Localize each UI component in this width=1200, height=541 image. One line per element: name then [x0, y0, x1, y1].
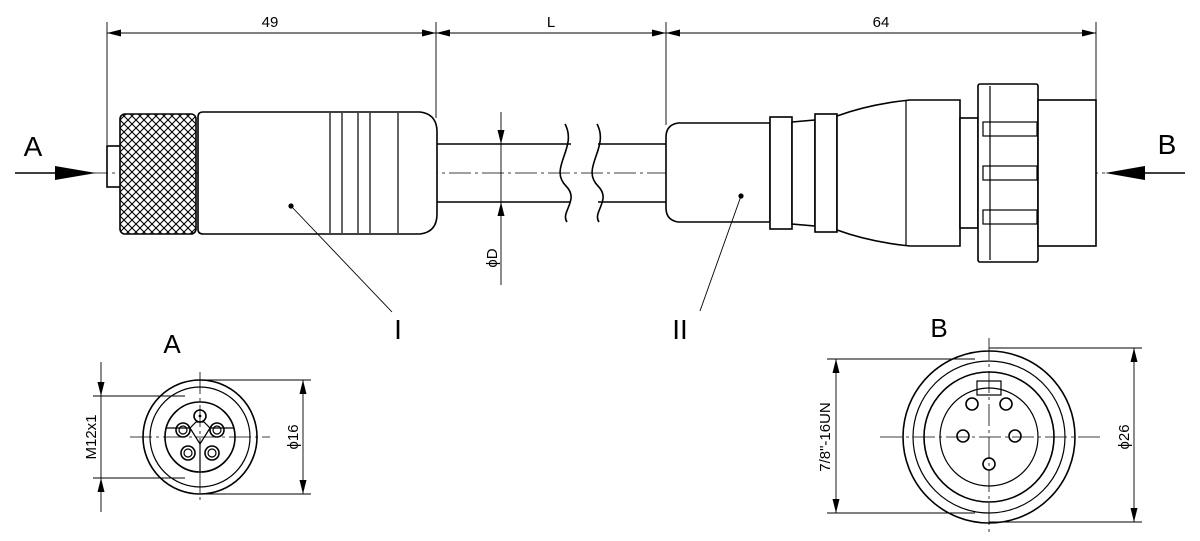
dimension-diameter-a-label: ϕ16 [285, 424, 302, 449]
top-dimensions: 49 L 64 [106, 14, 1097, 145]
dimension-diameter-b: ϕ26 [989, 347, 1142, 523]
dimension-cable-length: L [436, 14, 666, 37]
view-a-title: A [163, 329, 181, 359]
dimension-thread-a-label: M12x1 [83, 414, 100, 459]
left-connector [106, 111, 438, 235]
view-arrow-a: A [15, 131, 96, 180]
part-label-1: I [394, 314, 402, 345]
dimension-left-length: 49 [107, 14, 436, 37]
key-notch [976, 380, 1002, 396]
dimension-left-length-label: 49 [262, 14, 279, 31]
view-b-title: B [930, 313, 947, 343]
dimension-cable-diameter: ϕD [484, 112, 505, 285]
dimension-diameter-a: ϕ16 [200, 379, 311, 495]
boot-rib [769, 116, 793, 230]
pin [1008, 429, 1022, 443]
pin [965, 397, 979, 411]
part-leader-1: I [288, 203, 402, 345]
part-leader-2: II [672, 193, 744, 345]
dimension-thread-b-label: 7/8"-16UN [817, 402, 834, 472]
view-arrow-a-label: A [24, 131, 43, 162]
cable-break-mark [591, 123, 604, 223]
dimension-right-length-label: 64 [873, 14, 890, 31]
dimension-diameter-b-label: ϕ26 [1116, 424, 1133, 449]
cable [437, 123, 666, 223]
dimension-thread-a: M12x1 [83, 362, 185, 512]
part-label-2: II [672, 314, 688, 345]
dimension-cable-length-label: L [547, 14, 555, 31]
dimension-cable-diameter-label: ϕD [484, 248, 501, 267]
pin [956, 429, 970, 443]
view-arrow-b: B [1105, 129, 1185, 180]
coupling-nut [977, 83, 1039, 263]
knurled-coupling-nut [119, 113, 197, 235]
dimension-right-length: 64 [666, 14, 1096, 37]
pin [982, 457, 996, 471]
cable-break-mark [559, 123, 572, 223]
dimension-thread-b: 7/8"-16UN [817, 358, 975, 514]
view-arrow-b-label: B [1158, 129, 1177, 160]
view-b: B 7/8"-16UN ϕ [817, 313, 1142, 532]
boot-rib [814, 113, 838, 233]
pin [999, 397, 1013, 411]
right-connector [665, 83, 1097, 263]
view-a: A M12x1 [83, 329, 311, 512]
